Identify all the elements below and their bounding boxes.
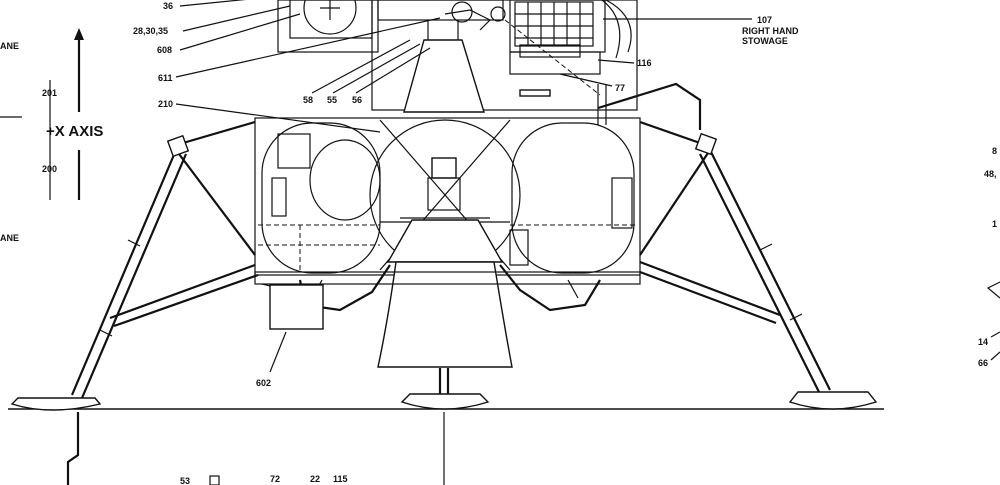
callout-116: 116 (637, 58, 652, 68)
left-edge-text-bottom: ANE (0, 233, 19, 243)
callout-210: 210 (158, 99, 173, 109)
stowage-line-1: RIGHT HAND (742, 26, 799, 36)
callout-72: 72 (270, 474, 280, 484)
station-201-label: 201 (42, 88, 57, 98)
right-edge-fragment (986, 281, 1000, 299)
callout-36: 36 (163, 1, 173, 11)
callout-1: 1 (992, 219, 997, 229)
ascent-stage (277, 0, 702, 130)
callout-107: 107 (757, 15, 772, 25)
center-footpad (400, 368, 490, 485)
descent-stage (254, 117, 641, 373)
callout-608: 608 (157, 45, 172, 55)
x-axis-indicator: 201 200 +X AXIS (0, 28, 103, 200)
contact-probe-left (66, 412, 80, 485)
callout-28-30-35: 28,30,35 (133, 26, 168, 36)
landing-gear-left (10, 120, 259, 411)
stowage-line-2: STOWAGE (742, 36, 788, 46)
callout-115: 115 (333, 474, 348, 484)
landing-gear-right (639, 120, 878, 410)
callout-58: 58 (303, 95, 313, 105)
callout-56: 56 (352, 95, 362, 105)
small-symbol (209, 475, 220, 485)
callout-22: 22 (310, 474, 320, 484)
callout-53: 53 (180, 476, 190, 485)
x-axis-label: +X AXIS (46, 123, 103, 140)
callout-14: 14 (978, 337, 988, 347)
callout-77: 77 (615, 83, 625, 93)
stowage-grid (514, 1, 594, 47)
callout-leaders (175, 0, 1000, 361)
callout-66: 66 (978, 358, 988, 368)
callout-55: 55 (327, 95, 337, 105)
callout-602: 602 (256, 378, 271, 388)
callout-48: 48, (984, 169, 997, 179)
station-200-label: 200 (42, 164, 57, 174)
callout-8: 8 (992, 146, 997, 156)
callout-611: 611 (158, 73, 173, 83)
left-edge-text-top: ANE (0, 41, 19, 51)
